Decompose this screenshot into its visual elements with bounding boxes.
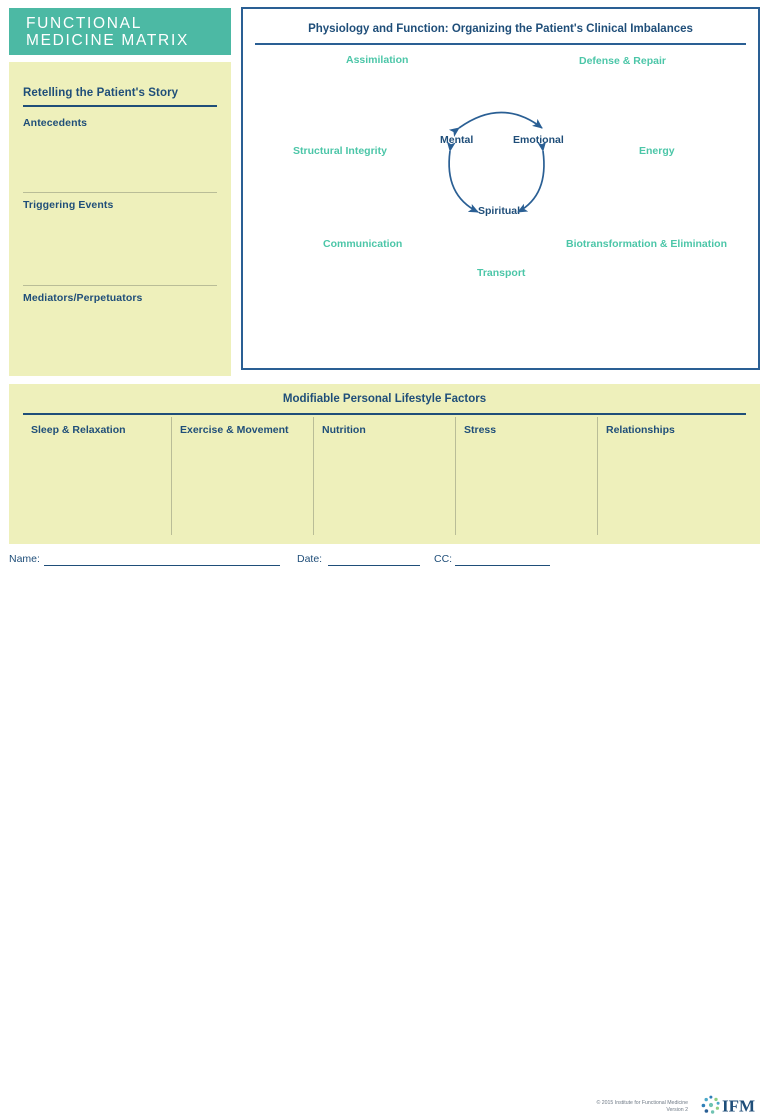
modifiable-personal-lifestyle-factors-panel: Modifiable Personal Lifestyle Factors Sl… — [9, 384, 760, 544]
story-divider-2 — [23, 285, 217, 286]
retelling-heading-rule — [23, 105, 217, 107]
ifm-logo-wordmark: IFM — [722, 1097, 755, 1116]
lifestyle-heading-rule — [23, 413, 746, 415]
lifestyle-column-nutrition[interactable]: Nutrition — [314, 415, 455, 540]
copyright-line-2: Version 2 — [666, 1106, 688, 1113]
lifestyle-column-relationships[interactable]: Relationships — [598, 415, 746, 540]
lifestyle-heading: Modifiable Personal Lifestyle Factors — [282, 393, 487, 405]
story-section-mediators-perpetuators[interactable]: Mediators/Perpetuators — [23, 292, 223, 304]
ifm-logo: IFM — [701, 1095, 755, 1116]
lifestyle-divider-2 — [313, 417, 314, 535]
lifestyle-divider-4 — [597, 417, 598, 535]
node-defense-and-repair[interactable]: Defense & Repair — [579, 55, 666, 67]
physiology-heading-rule — [255, 43, 746, 45]
story-section-triggering-events[interactable]: Triggering Events — [23, 199, 223, 211]
mind-node-spiritual[interactable]: Spiritual — [478, 205, 521, 217]
lifestyle-label-stress: Stress — [464, 424, 497, 436]
footer: Name: Date: CC: © 2015 Institute for Fun… — [0, 545, 768, 1116]
story-label-antecedents: Antecedents — [23, 117, 88, 129]
matrix-title-line-2: MEDICINE MATRIX — [26, 32, 189, 49]
name-input-line[interactable] — [44, 565, 280, 566]
story-divider-1 — [23, 192, 217, 193]
node-energy[interactable]: Energy — [639, 145, 675, 157]
retelling-the-patients-story-panel: Retelling the Patient's Story Antecedent… — [9, 62, 231, 376]
lifestyle-divider-3 — [455, 417, 456, 535]
story-label-mediators-perpetuators: Mediators/Perpetuators — [23, 292, 143, 304]
node-transport[interactable]: Transport — [477, 267, 526, 279]
date-input-line[interactable] — [328, 565, 420, 566]
matrix-title-line-1: FUNCTIONAL — [26, 15, 143, 32]
left-column: FUNCTIONAL MEDICINE MATRIX Retelling the… — [9, 8, 231, 376]
date-label: Date: — [297, 553, 323, 565]
node-assimilation[interactable]: Assimilation — [346, 54, 409, 66]
lifestyle-label-sleep-relaxation: Sleep & Relaxation — [31, 424, 126, 436]
cc-label: CC: — [434, 553, 453, 565]
retelling-heading: Retelling the Patient's Story — [23, 87, 179, 99]
mind-node-emotional[interactable]: Emotional — [513, 134, 564, 146]
node-structural-integrity[interactable]: Structural Integrity — [293, 145, 387, 157]
matrix-title-banner: FUNCTIONAL MEDICINE MATRIX — [9, 8, 231, 55]
name-label: Name: — [9, 553, 40, 565]
copyright-notice: © 2015 Institute for Functional Medicine… — [560, 1100, 688, 1113]
mind-node-mental[interactable]: Mental — [440, 134, 474, 146]
lifestyle-column-stress[interactable]: Stress — [456, 415, 597, 540]
story-section-antecedents[interactable]: Antecedents — [23, 117, 223, 129]
node-biotransformation-elimination[interactable]: Biotransformation & Elimination — [566, 238, 728, 250]
lifestyle-label-relationships: Relationships — [606, 424, 675, 436]
lifestyle-divider-1 — [171, 417, 172, 535]
ifm-logo-dotted-circle — [701, 1095, 720, 1114]
physiology-heading: Physiology and Function: Organizing the … — [308, 23, 693, 35]
physiology-and-function-panel: Physiology and Function: Organizing the … — [241, 7, 760, 370]
story-label-triggering-events: Triggering Events — [23, 199, 114, 211]
lifestyle-label-nutrition: Nutrition — [322, 424, 366, 436]
lifestyle-column-exercise-movement[interactable]: Exercise & Movement — [172, 415, 313, 540]
lifestyle-label-exercise-movement: Exercise & Movement — [180, 424, 289, 436]
mind-cycle-arrows — [446, 111, 547, 213]
lifestyle-column-sleep-relaxation[interactable]: Sleep & Relaxation — [23, 415, 171, 540]
node-communication[interactable]: Communication — [323, 238, 403, 250]
cc-input-line[interactable] — [455, 565, 550, 566]
